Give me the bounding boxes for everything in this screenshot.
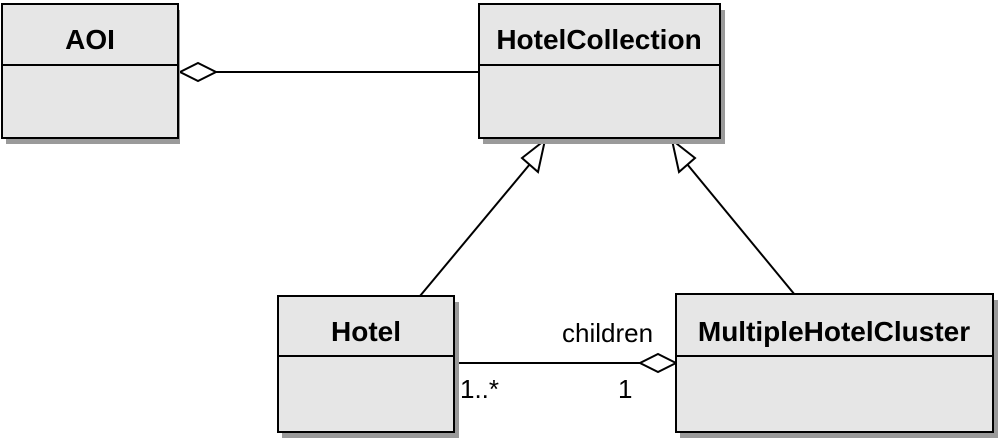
edge-aoi-hotelcollection (177, 61, 479, 83)
edge-cluster-hotel: children 1..* 1 (454, 318, 679, 404)
role-label-children: children (562, 318, 653, 348)
edge-cluster-generalization (670, 137, 796, 296)
generalization-arrow-hotel (520, 137, 547, 174)
class-multiple-hotel-cluster[interactable]: MultipleHotelCluster (675, 293, 998, 438)
aggregation-diamond-aoi (177, 61, 219, 83)
class-name-hotel-collection: HotelCollection (496, 24, 701, 55)
multiplicity-whole: 1 (618, 374, 632, 404)
edge-hotel-generalization (419, 137, 547, 297)
multiplicity-part: 1..* (460, 374, 499, 404)
class-name-aoi: AOI (65, 24, 115, 55)
class-aoi[interactable]: AOI (1, 3, 180, 144)
generalization-arrow-cluster (670, 137, 697, 174)
aggregation-diamond-cluster (637, 352, 679, 374)
class-hotel[interactable]: Hotel (277, 295, 459, 438)
class-name-multiple-hotel-cluster: MultipleHotelCluster (698, 316, 970, 347)
class-hotel-collection[interactable]: HotelCollection (478, 3, 725, 144)
class-name-hotel: Hotel (331, 316, 401, 347)
